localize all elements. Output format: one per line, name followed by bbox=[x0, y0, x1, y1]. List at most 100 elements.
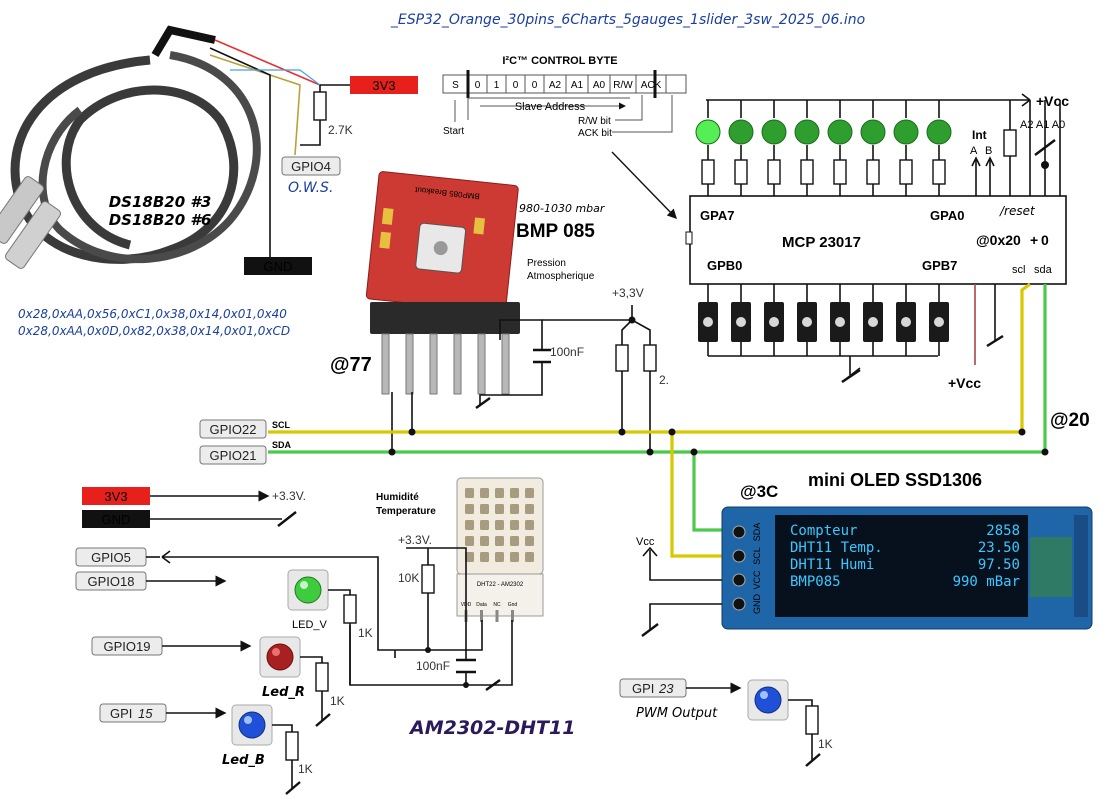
mcp23017: +Vcc GPA7 GPA0 MCP 23017 GPB0 GPB7 @0x20… bbox=[685, 93, 1069, 391]
dht-grille-slot bbox=[465, 504, 474, 514]
svg-text:3V3: 3V3 bbox=[104, 489, 127, 504]
slave-address-label: Slave Address bbox=[515, 101, 586, 113]
dht-grille-slot bbox=[510, 488, 519, 498]
svg-text:GPIO19: GPIO19 bbox=[104, 639, 151, 654]
bmp-pin bbox=[429, 333, 438, 395]
mcp-switch-knob bbox=[703, 317, 713, 327]
mcp-address-pins: A2 A1 A0 bbox=[1020, 119, 1065, 131]
bmp-pin bbox=[405, 333, 414, 395]
dht-grille-slot bbox=[510, 504, 519, 514]
scl-oled bbox=[670, 432, 722, 558]
dht-grille-slot bbox=[480, 504, 489, 514]
oled-vcc-label: Vcc bbox=[636, 536, 655, 548]
bmp-pin bbox=[453, 333, 462, 395]
svg-text:A: A bbox=[970, 145, 978, 157]
led-green bbox=[287, 569, 329, 611]
sketch-title: _ESP32_Orange_30pins_6Charts_5gauges_1sl… bbox=[390, 12, 865, 28]
svg-text:1K: 1K bbox=[330, 694, 345, 708]
ds18b20-address-2: 0x28,0xAA,0x0D,0x82,0x38,0x14,0x01,0xCD bbox=[18, 324, 290, 338]
oled-line-value: 2858 bbox=[986, 523, 1020, 539]
gpio18-box: GPIO18 bbox=[75, 571, 147, 591]
scl-bus bbox=[268, 282, 1031, 434]
mcp-switch-knob bbox=[769, 317, 779, 327]
mcp-vcc-top: +Vcc bbox=[1036, 93, 1069, 109]
ds18b20-address-1: 0x28,0xAA,0x56,0xC1,0x38,0x14,0x01,0x40 bbox=[18, 307, 287, 321]
wire-yellow bbox=[209, 54, 301, 156]
oled-line-key: DHT11 Temp. bbox=[790, 540, 883, 556]
oled-pin-label: VCC bbox=[752, 570, 762, 590]
dht-grille-slot bbox=[465, 536, 474, 546]
svg-text:GPIO4: GPIO4 bbox=[291, 159, 331, 174]
svg-text:+3.3V.: +3.3V. bbox=[398, 533, 432, 547]
oled-pin-hole bbox=[732, 525, 746, 539]
v33-side-box: 3V3 bbox=[82, 487, 150, 505]
led-r-label: Led_R bbox=[262, 685, 305, 700]
bmp-desc-2: Atmospherique bbox=[527, 271, 595, 282]
dht-grille-slot bbox=[495, 504, 504, 514]
i2c-bit-label: A0 bbox=[593, 80, 606, 91]
led-blue bbox=[231, 704, 273, 746]
gnd-top-box: GND bbox=[244, 257, 312, 275]
oled-line-key: DHT11 Humi bbox=[790, 557, 874, 573]
svg-text:Int: Int bbox=[972, 128, 987, 142]
i2c-bit-label: A1 bbox=[571, 80, 584, 91]
gnd-side-box: GND bbox=[82, 510, 150, 528]
dht-grille-slot bbox=[495, 536, 504, 546]
dht-grille-slot bbox=[465, 488, 474, 498]
svg-text:GPIO18: GPIO18 bbox=[88, 574, 135, 589]
i2c-bit-cell bbox=[635, 74, 667, 94]
i2c-bit-label: ACK bbox=[641, 80, 662, 91]
svg-text:GPB0: GPB0 bbox=[707, 258, 742, 273]
plus33-bmp: +3,3V bbox=[612, 286, 644, 300]
dht-grille-slot bbox=[495, 488, 504, 498]
res-led-b bbox=[285, 731, 299, 761]
svg-text:GPI: GPI bbox=[632, 681, 654, 696]
svg-text:0: 0 bbox=[1041, 232, 1049, 248]
res-pwm bbox=[805, 705, 819, 735]
dht-grille-slot bbox=[480, 536, 489, 546]
dht-name: AM2302-DHT11 bbox=[408, 717, 575, 739]
bmp-i2c-address: @77 bbox=[330, 354, 372, 376]
bmp-desc-1: Pression bbox=[527, 258, 566, 269]
oled-name: mini OLED SSD1306 bbox=[808, 470, 982, 490]
bmp-pin bbox=[477, 333, 486, 395]
mcp-led-resistor bbox=[833, 159, 847, 185]
dht-grille-slot bbox=[480, 520, 489, 530]
svg-text:sda: sda bbox=[1034, 264, 1053, 276]
oled-pin-hole bbox=[732, 597, 746, 611]
oled-line-value: 23.50 bbox=[978, 540, 1020, 556]
mcp-switch-knob bbox=[901, 317, 911, 327]
oled-pin-hole bbox=[732, 573, 746, 587]
i2c-pointer-arrow bbox=[611, 151, 677, 220]
dht-grille-slot bbox=[510, 520, 519, 530]
bmp-pullup-2 bbox=[643, 344, 657, 372]
probe-lead bbox=[151, 25, 216, 58]
svg-text:1K: 1K bbox=[818, 737, 833, 751]
mcp-reset: /reset bbox=[999, 204, 1036, 218]
oled-pin-label: SDA bbox=[752, 523, 762, 542]
sda-oled bbox=[692, 452, 722, 532]
dht-title-1: Humidité bbox=[376, 492, 419, 503]
led-b-label: Led_B bbox=[222, 753, 265, 768]
svg-text:GPA0: GPA0 bbox=[930, 208, 964, 223]
mcp-led-resistor bbox=[899, 159, 913, 185]
gpio5-box: GPIO5 bbox=[75, 547, 147, 567]
dht-pin bbox=[495, 610, 499, 622]
dht-grille-slot bbox=[525, 488, 534, 498]
i2c-title: I²C™ CONTROL BYTE bbox=[502, 55, 617, 67]
ows-label: O.W.S. bbox=[288, 180, 333, 196]
mcp-led bbox=[761, 119, 787, 145]
probe-cable-2 bbox=[38, 51, 261, 264]
svg-text:GPIO5: GPIO5 bbox=[91, 550, 131, 565]
led-red bbox=[259, 636, 301, 678]
dht-pullup bbox=[421, 564, 435, 594]
oled-line-value: 97.50 bbox=[978, 557, 1020, 573]
mcp-led-resistor bbox=[767, 159, 781, 185]
mcp-led bbox=[893, 119, 919, 145]
led-v-label: LED_V bbox=[292, 619, 328, 631]
svg-text:GND: GND bbox=[102, 512, 131, 527]
i2c-bit-label: R/W bbox=[613, 80, 633, 91]
